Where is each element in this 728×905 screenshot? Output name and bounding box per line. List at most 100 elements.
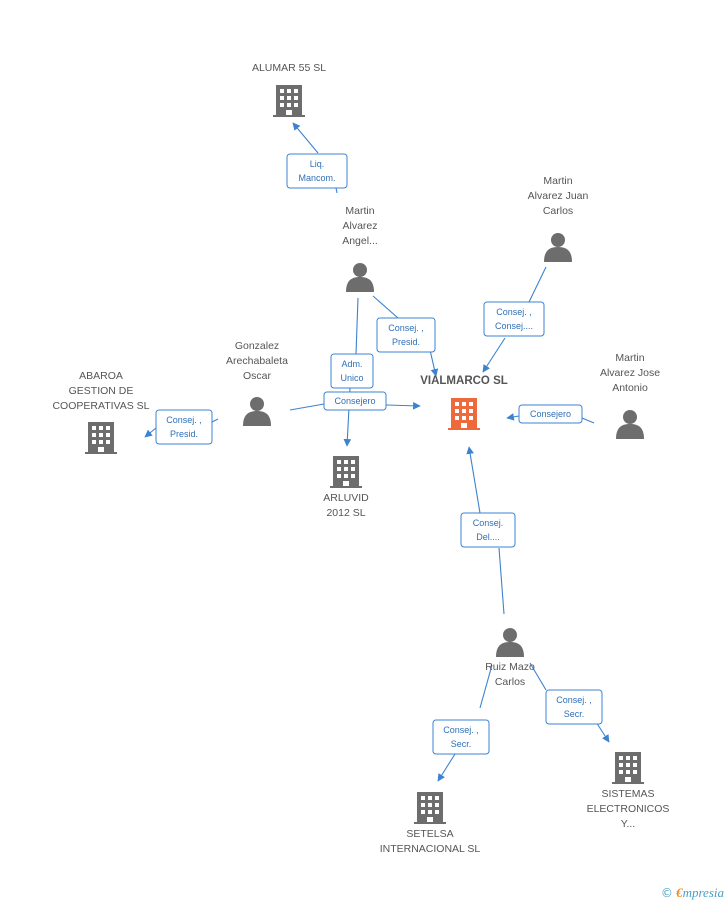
empresia-logo[interactable]: © €mpresia xyxy=(661,885,724,901)
node-label: INTERNACIONAL SL xyxy=(380,843,481,855)
node-abaroa[interactable]: ABAROA GESTION DE COOPERATIVAS SL xyxy=(52,370,150,454)
relation-label-line: Del.... xyxy=(476,532,500,542)
relation-label[interactable]: Consej. , Presid. xyxy=(376,317,436,353)
edge-m_jose-to-vialmarco xyxy=(507,416,595,423)
brand-name: mpresia xyxy=(682,885,724,900)
node-label: 2012 SL xyxy=(326,507,365,519)
relation-label[interactable]: Consej. , Presid. xyxy=(155,409,213,445)
relation-label-line: Presid. xyxy=(170,429,198,439)
node-m_angel[interactable]: MartinAlvarezAngel... xyxy=(342,205,378,292)
person-icon xyxy=(544,233,572,262)
node-label: SETELSA xyxy=(406,828,453,840)
person-icon xyxy=(243,397,271,426)
building-icon xyxy=(330,456,362,488)
relation-box xyxy=(545,689,603,725)
node-label: COOPERATIVAS SL xyxy=(52,400,149,412)
node-label: Oscar xyxy=(243,370,272,382)
node-label: ABAROA xyxy=(79,370,123,382)
relation-box xyxy=(286,153,348,189)
relation-label-line: Secr. xyxy=(451,739,472,749)
relation-label-line: Consej. xyxy=(473,518,504,528)
relation-label[interactable]: Consej. , Secr. xyxy=(432,719,490,755)
node-label: Angel... xyxy=(342,235,378,247)
relation-label[interactable]: Consej. , Consej.... xyxy=(483,301,545,337)
node-label: Carlos xyxy=(495,676,525,688)
node-setelsa[interactable]: SETELSA INTERNACIONAL SL xyxy=(380,792,481,855)
relation-label-line: Mancom. xyxy=(298,173,335,183)
relation-label[interactable]: Adm. Unico xyxy=(330,353,374,389)
relation-label-line: Unico xyxy=(340,373,363,383)
relation-label-line: Consej. , xyxy=(166,415,202,425)
relation-label-line: Consej. , xyxy=(388,323,424,333)
node-label: Martin xyxy=(345,205,374,217)
building-icon xyxy=(612,752,644,784)
person-icon xyxy=(346,263,374,292)
person-icon xyxy=(496,628,524,657)
node-label: Alvarez Juan xyxy=(528,190,589,202)
relation-label-line: Presid. xyxy=(392,337,420,347)
edge-ruiz-to-vialmarco xyxy=(469,447,505,615)
relation-box xyxy=(323,391,387,411)
relation-label[interactable]: Liq. Mancom. xyxy=(286,153,348,189)
node-label: Alvarez Jose xyxy=(600,367,660,379)
relation-label-line: Consej. , xyxy=(556,695,592,705)
relation-label-line: Liq. xyxy=(310,159,325,169)
node-alumar[interactable]: ALUMAR 55 SL xyxy=(252,62,326,117)
relation-box xyxy=(460,512,516,548)
building-icon xyxy=(273,85,305,117)
node-label: Y... xyxy=(621,818,635,830)
relation-label[interactable]: Consej. , Secr. xyxy=(545,689,603,725)
relation-label-line: Consejero xyxy=(530,409,571,419)
node-label: Gonzalez xyxy=(235,340,279,352)
person-icon xyxy=(616,410,644,439)
relation-box xyxy=(432,719,490,755)
relation-label-line: Consej. , xyxy=(443,725,479,735)
node-label: SISTEMAS xyxy=(601,788,654,800)
node-vialmarco[interactable]: VIALMARCO SL xyxy=(420,375,508,430)
copyright-icon: © xyxy=(660,886,673,900)
relation-label-line: Secr. xyxy=(564,709,585,719)
node-label: Carlos xyxy=(543,205,573,217)
node-label: ELECTRONICOS xyxy=(587,803,670,815)
relation-label-line: Consejero xyxy=(334,396,375,406)
node-label: VIALMARCO SL xyxy=(420,375,508,387)
relation-box xyxy=(376,317,436,353)
relation-label[interactable]: Consejero xyxy=(323,391,387,411)
node-label: Martin xyxy=(615,352,644,364)
relation-labels-layer: Liq.Mancom.Consej. ,Presid.Adm.UnicoCons… xyxy=(155,153,603,755)
edge-ruiz-to-setelsa xyxy=(438,664,493,781)
relation-box xyxy=(518,404,583,424)
relation-label-line: Consej. , xyxy=(496,307,532,317)
node-label: Arechabaleta xyxy=(226,355,288,367)
node-label: Alvarez xyxy=(342,220,377,232)
node-label: GESTION DE xyxy=(69,385,134,397)
relation-box xyxy=(330,353,374,389)
relation-label[interactable]: Consej. Del.... xyxy=(460,512,516,548)
relation-box xyxy=(155,409,213,445)
node-label: ALUMAR 55 SL xyxy=(252,62,326,74)
relation-box xyxy=(483,301,545,337)
edge-gonzalez-to-vialmarco xyxy=(289,404,420,410)
node-sistemas[interactable]: SISTEMAS ELECTRONICOS Y... xyxy=(587,752,670,830)
node-label: Antonio xyxy=(612,382,648,394)
edge-m_angel-to-vialmarco xyxy=(372,295,436,376)
brand-initial: € xyxy=(676,885,683,900)
relation-label-line: Consej.... xyxy=(495,321,533,331)
building-icon xyxy=(414,792,446,824)
edge-gonzalez-to-abaroa xyxy=(145,418,219,437)
relation-label-line: Adm. xyxy=(341,359,362,369)
relation-label[interactable]: Consejero xyxy=(518,404,583,424)
node-label: Martin xyxy=(543,175,572,187)
node-arluvid[interactable]: ARLUVID 2012 SL xyxy=(323,456,369,519)
building-icon xyxy=(85,422,117,454)
building-icon xyxy=(448,398,480,430)
node-label: ARLUVID xyxy=(323,492,369,504)
node-label: Ruiz Mazo xyxy=(485,661,535,673)
edge-ruiz-to-sistemas xyxy=(529,662,609,742)
edge-m_juan-to-vialmarco xyxy=(483,266,547,372)
